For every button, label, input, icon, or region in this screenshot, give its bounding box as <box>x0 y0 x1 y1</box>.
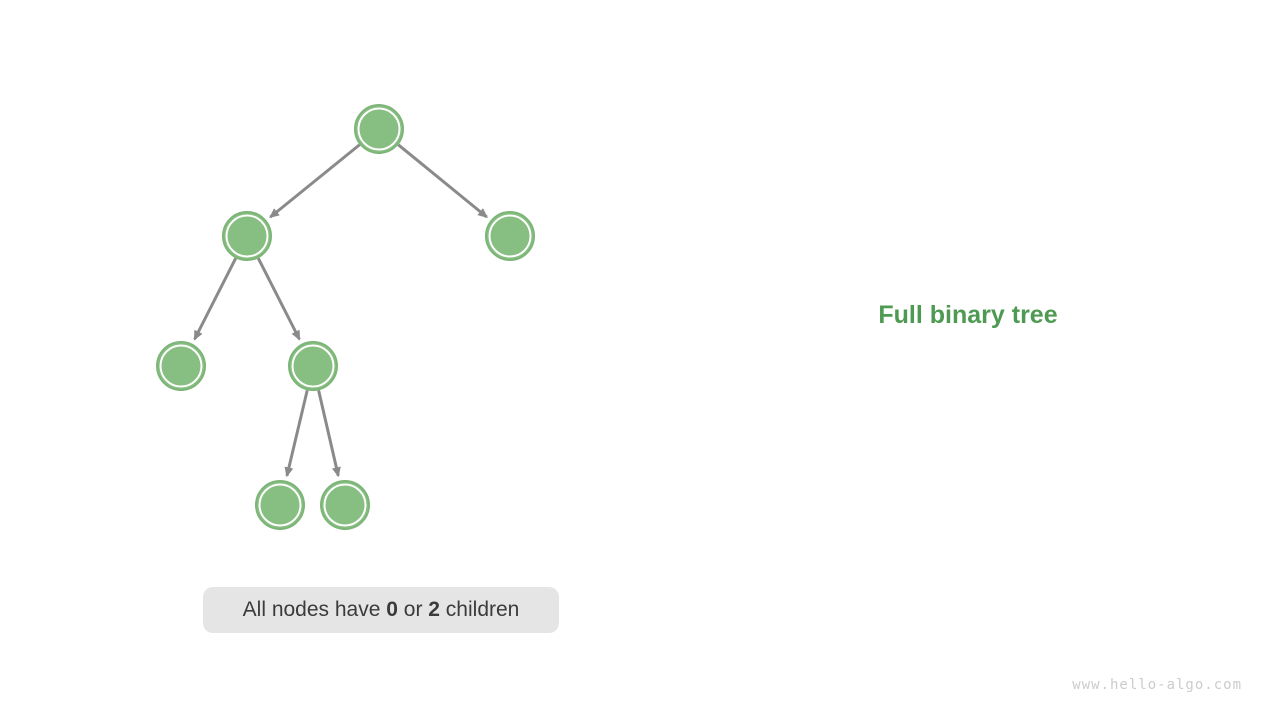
watermark: www.hello-algo.com <box>1072 677 1242 693</box>
tree-node-right <box>485 211 535 261</box>
tree-node-lr-right <box>320 480 370 530</box>
tree-node-left-right <box>288 341 338 391</box>
tree-node-left-left <box>156 341 206 391</box>
tree-edge-left-to-left-left <box>193 257 238 341</box>
caption-text-part1: All nodes have <box>242 598 387 621</box>
tree-edge-left-right-to-lr-right <box>317 390 341 478</box>
caption-box: All nodes have 0 or 2 children <box>203 587 559 633</box>
caption-text-part2: or <box>397 598 429 621</box>
diagram-title: Full binary tree <box>878 301 1058 329</box>
tree-node-root <box>354 104 404 154</box>
tree-node-lr-left <box>255 480 305 530</box>
caption-text-part3: children <box>439 598 520 621</box>
tree-node-left <box>222 211 272 261</box>
caption-bold-two: 2 <box>428 598 440 621</box>
tree-edge-root-to-left <box>269 143 361 219</box>
tree-edge-left-to-left-right <box>256 257 301 341</box>
tree-edge-left-right-to-lr-left <box>284 389 309 478</box>
caption-bold-zero: 0 <box>386 598 398 621</box>
tree-edge-root-to-right <box>397 143 488 219</box>
